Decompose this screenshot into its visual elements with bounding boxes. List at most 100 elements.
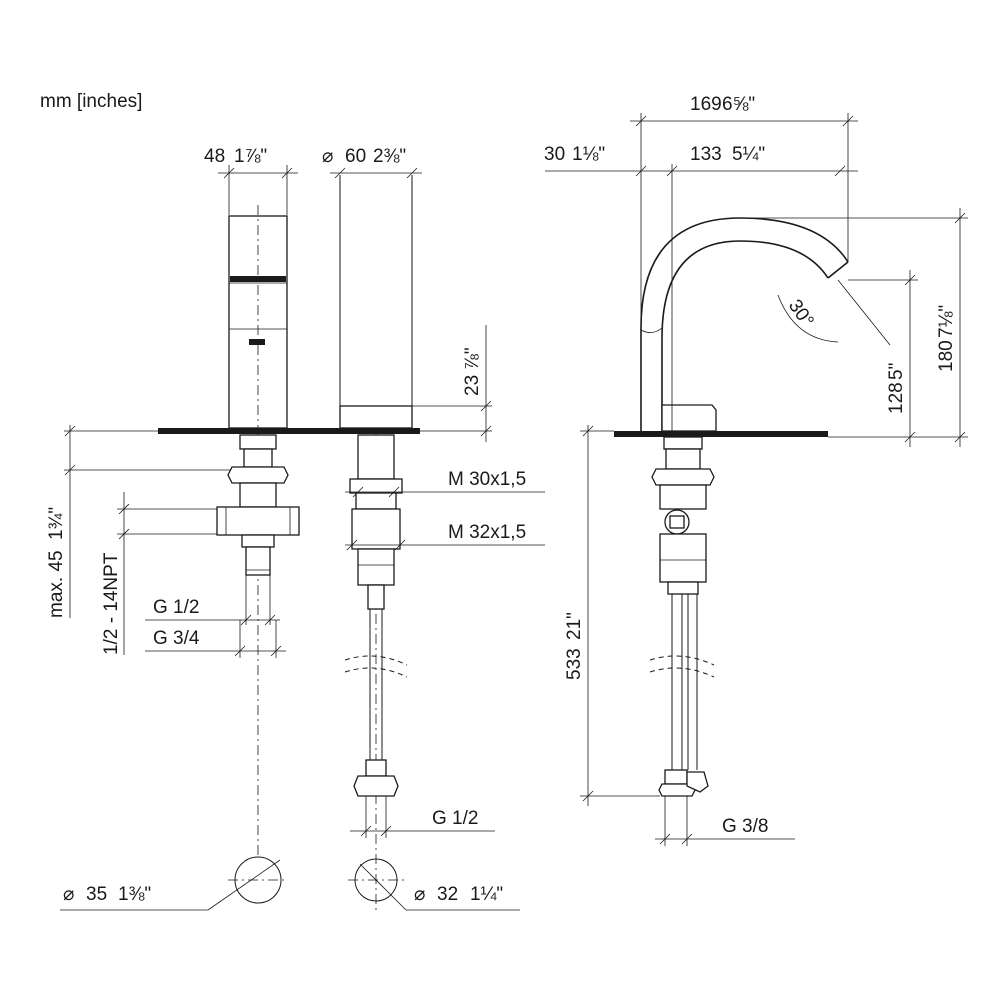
reach-169-mm: 169 bbox=[690, 94, 722, 115]
height-128-in: 5" bbox=[886, 363, 907, 380]
offset-30-in: 1⅛" bbox=[572, 144, 605, 165]
tick bbox=[334, 167, 346, 179]
outlet-angle: 30° bbox=[784, 296, 818, 332]
hole-35-in: 1⅜" bbox=[118, 884, 151, 905]
tick bbox=[659, 833, 671, 845]
tick bbox=[234, 645, 246, 657]
tick bbox=[64, 425, 76, 437]
stem-neck bbox=[243, 448, 273, 468]
hose-533-mm: 533 bbox=[564, 648, 585, 680]
stem-nut bbox=[239, 434, 277, 450]
side-valve-bottom bbox=[667, 581, 699, 595]
tick bbox=[380, 825, 392, 837]
escutcheon-height-in: ⅞" bbox=[462, 347, 483, 370]
tick bbox=[223, 167, 235, 179]
tick bbox=[118, 528, 130, 540]
tick bbox=[834, 165, 846, 177]
stem-max-mm: max. 45 bbox=[46, 550, 67, 618]
tick bbox=[281, 167, 293, 179]
diameter-60-symbol: ⌀ bbox=[322, 146, 333, 167]
tick bbox=[264, 614, 276, 626]
break-line bbox=[344, 667, 408, 678]
tick bbox=[582, 425, 594, 437]
hole-35-mm: 35 bbox=[86, 884, 107, 905]
stem-lower bbox=[241, 534, 275, 548]
tick bbox=[635, 165, 647, 177]
escutcheon-dimensions: ⌀ 60 2⅜" 23 ⅞" M 30x1,5 M 32x1,5 G 1/2 bbox=[322, 146, 545, 838]
hose-nut bbox=[353, 775, 399, 797]
g-three-quarter-label: G 3/4 bbox=[153, 628, 200, 649]
break-line bbox=[344, 655, 408, 666]
front-view bbox=[158, 205, 420, 855]
tick bbox=[954, 212, 966, 224]
tick bbox=[64, 464, 76, 476]
hose-g-three-eighth-label: G 3/8 bbox=[722, 816, 768, 837]
npt-thread-label: 1/2 - 14NPT bbox=[101, 552, 122, 655]
hose-elbow bbox=[686, 771, 709, 793]
height-180-mm: 180 bbox=[936, 340, 957, 372]
tick bbox=[240, 614, 252, 626]
handle-marker bbox=[249, 339, 265, 345]
angle-arc bbox=[777, 294, 839, 343]
stem-tail bbox=[245, 546, 271, 576]
stem-max-in: 1¾" bbox=[46, 507, 67, 540]
hole-32-diameter-symbol: ⌀ bbox=[414, 884, 425, 905]
escutcheon-body bbox=[339, 405, 413, 429]
escutcheon-diameter-mm: 60 bbox=[345, 146, 366, 167]
offset-30-mm: 30 bbox=[544, 144, 565, 165]
height-180-in: 7⅛" bbox=[936, 305, 957, 338]
side-view bbox=[614, 217, 849, 797]
width-mm: 48 bbox=[204, 146, 225, 167]
shank-bottom bbox=[357, 548, 395, 586]
tick bbox=[582, 790, 594, 802]
hole-32-mm: 32 bbox=[437, 884, 458, 905]
m32-section bbox=[351, 508, 401, 550]
tick bbox=[904, 274, 916, 286]
tick bbox=[346, 539, 358, 551]
reach-169-in: 6⅝" bbox=[722, 94, 755, 115]
m30-nut bbox=[349, 478, 403, 494]
front-view-dimensions: 48 1⅞" max. 45 1¾" 1/2 - 14NPT G 1/2 G 3… bbox=[46, 146, 298, 911]
tick bbox=[352, 486, 364, 498]
valve-block bbox=[216, 506, 300, 536]
tick bbox=[666, 165, 678, 177]
spout-inner bbox=[661, 240, 829, 431]
hole-35-diameter-symbol: ⌀ bbox=[63, 884, 74, 905]
angle-line bbox=[837, 279, 891, 346]
m32-thread-label: M 32x1,5 bbox=[448, 522, 526, 543]
leader-line bbox=[207, 859, 281, 911]
g-half-label: G 1/2 bbox=[153, 597, 199, 618]
tick bbox=[480, 425, 492, 437]
tick bbox=[904, 431, 916, 443]
hole-32-in: 1¼" bbox=[470, 884, 503, 905]
spout-outer bbox=[640, 217, 849, 431]
escutcheon-diameter-in: 2⅜" bbox=[373, 146, 406, 167]
tick bbox=[118, 503, 130, 515]
spout-outlet bbox=[827, 261, 849, 279]
hose-fitting bbox=[365, 759, 387, 777]
tick bbox=[635, 115, 647, 127]
hose-533-in: 21" bbox=[564, 612, 585, 640]
reach-133-in: 5¼" bbox=[732, 144, 765, 165]
tick bbox=[480, 400, 492, 412]
side-shank-nut bbox=[663, 436, 703, 450]
hose-connector bbox=[367, 584, 385, 610]
width-in: 1⅞" bbox=[234, 146, 267, 167]
side-shank bbox=[665, 448, 701, 470]
side-valve-top bbox=[659, 484, 707, 510]
tick bbox=[388, 486, 400, 498]
leader-line bbox=[359, 863, 407, 911]
units-note: mm [inches] bbox=[40, 91, 142, 112]
tick bbox=[954, 431, 966, 443]
side-valve-port-inner bbox=[669, 515, 685, 529]
stem-collar bbox=[227, 466, 289, 484]
tick bbox=[842, 115, 854, 127]
escutcheon-height-mm: 23 bbox=[462, 375, 483, 396]
shank-section bbox=[355, 492, 397, 510]
tick bbox=[270, 645, 282, 657]
tick bbox=[681, 833, 693, 845]
spout-seam bbox=[640, 327, 663, 333]
hose-fitting bbox=[664, 769, 688, 785]
tick bbox=[406, 167, 418, 179]
